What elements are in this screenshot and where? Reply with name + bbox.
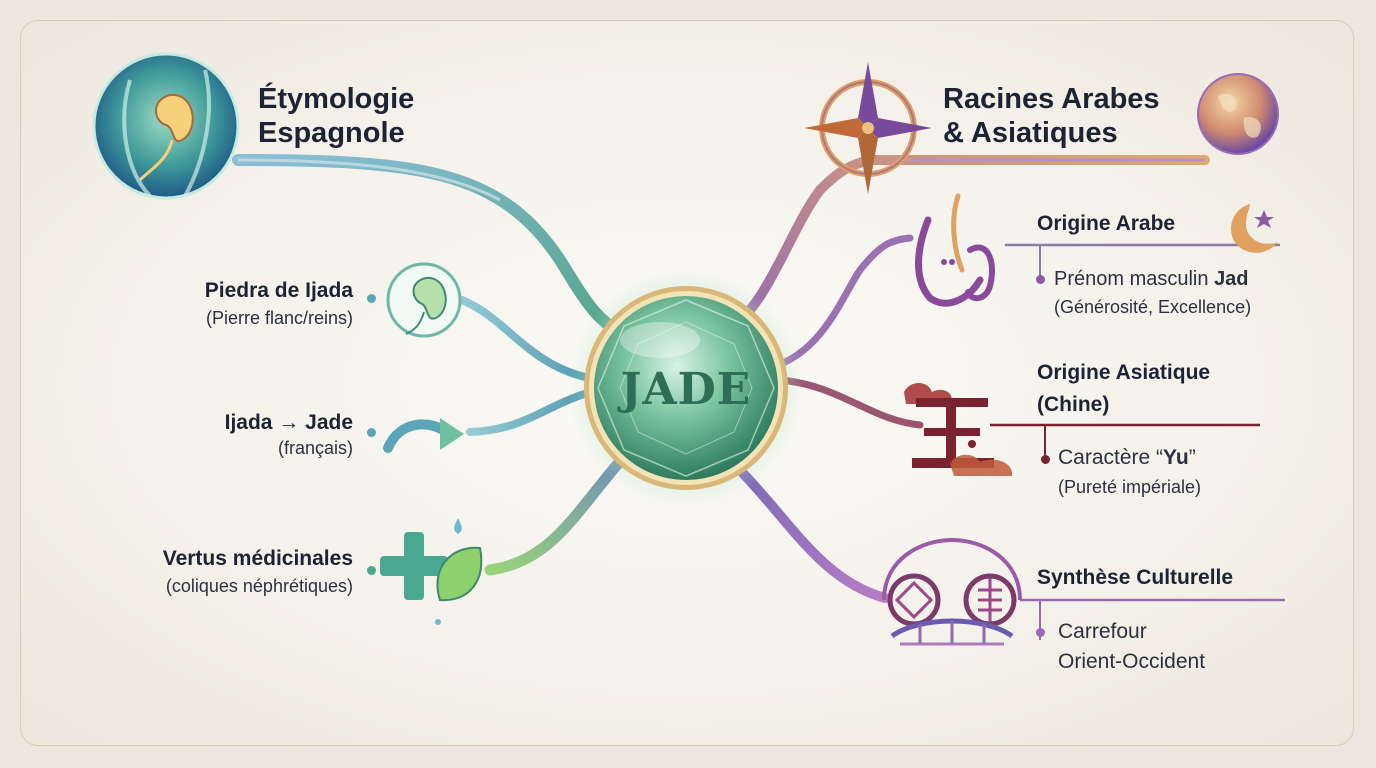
synthese-line1: Carrefour <box>1058 620 1147 643</box>
kidney-icon <box>386 262 462 338</box>
compass-rose-icon <box>804 62 932 194</box>
right-title-line1: Racines Arabes <box>943 83 1160 115</box>
left-item-label: Piedra de Ijada <box>204 279 353 302</box>
arrow-icon <box>383 418 464 453</box>
left-item-note: (français) <box>277 438 353 458</box>
bullet-dot <box>1036 275 1045 284</box>
arabe-line2: (Générosité, Excellence) <box>1054 297 1252 317</box>
center-gem[interactable]: JADE <box>568 270 804 506</box>
bullet-dot <box>1036 628 1045 637</box>
center-label: JADE <box>617 364 752 415</box>
bullet-dot <box>1041 455 1050 464</box>
section-title-asiatique-sub: (Chine) <box>1037 393 1110 416</box>
kidney-body-icon <box>92 52 240 200</box>
section-title-synthese: Synthèse Culturelle <box>1037 566 1234 589</box>
crescent-star-icon <box>1231 204 1278 253</box>
arabic-calligraphy-icon <box>915 193 995 307</box>
bullet-dot <box>367 294 376 303</box>
left-item-label: Ijada → Jade <box>224 411 353 434</box>
asiatique-line2: (Pureté impériale) <box>1058 477 1202 497</box>
left-title-line1: Étymologie <box>258 83 415 115</box>
asiatique-line1: Caractère “Yu” <box>1058 446 1196 469</box>
globe-icon <box>1197 73 1279 155</box>
right-title-line2: & Asiatiques <box>943 117 1118 149</box>
medical-leaf-icon <box>380 518 483 625</box>
chinese-yu-cloud-icon <box>904 383 1013 476</box>
left-item-note: (coliques néphrétiques) <box>165 576 353 596</box>
left-title-line2: Espagnole <box>258 117 405 149</box>
bullet-dot <box>367 566 376 575</box>
section-title-asiatique: Origine Asiatique <box>1037 361 1211 384</box>
bullet-dot <box>367 428 376 437</box>
arabe-line1: Prénom masculin Jad <box>1054 268 1249 290</box>
left-item-label: Vertus médicinales <box>162 547 353 570</box>
section-title-arabe: Origine Arabe <box>1037 212 1176 235</box>
bridge-knot-icon <box>882 537 1022 646</box>
synthese-line2: Orient-Occident <box>1058 650 1206 673</box>
left-item-note: (Pierre flanc/reins) <box>205 308 353 328</box>
